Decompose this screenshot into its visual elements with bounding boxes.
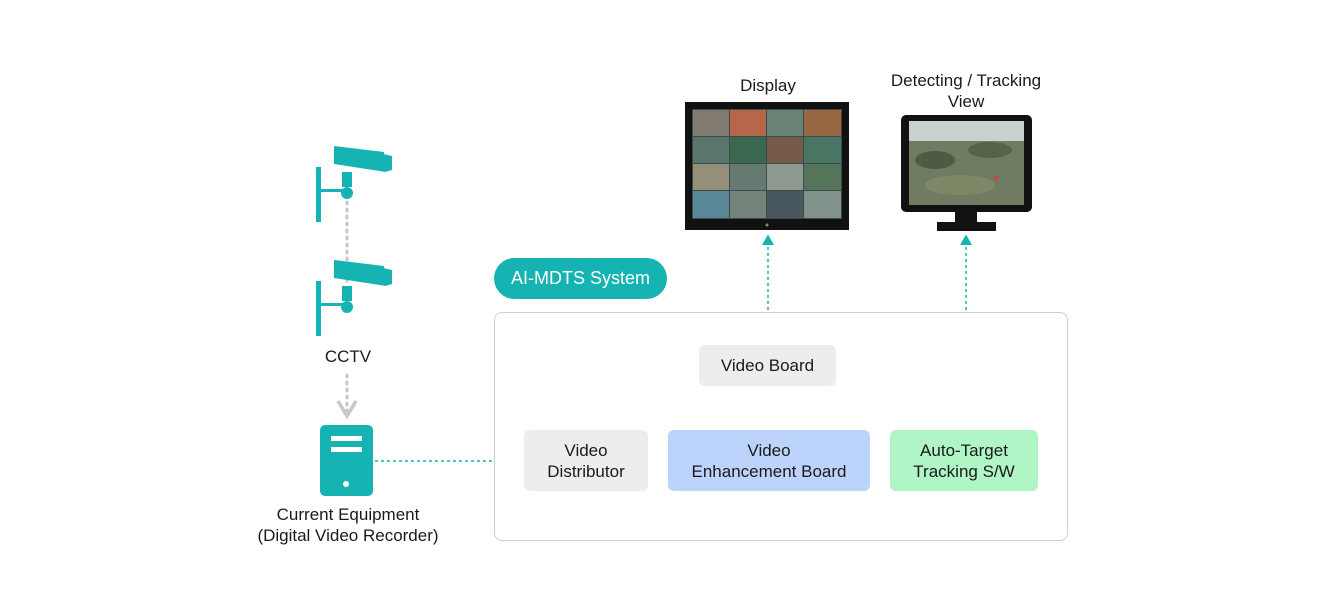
video-enhancement-box: Video Enhancement Board xyxy=(668,430,870,491)
cctv-camera-icon xyxy=(316,260,392,336)
system-badge: AI-MDTS System xyxy=(494,258,667,299)
auto-target-label: Auto-Target Tracking S/W xyxy=(913,440,1015,481)
video-board-box: Video Board xyxy=(699,345,836,386)
video-distributor-label: Video Distributor xyxy=(547,440,625,481)
dvr-label: Current Equipment (Digital Video Recorde… xyxy=(257,505,439,545)
auto-target-box: Auto-Target Tracking S/W xyxy=(890,430,1038,491)
pc-monitor-icon xyxy=(901,115,1032,231)
tracking-view-label: Detecting / Tracking View xyxy=(890,71,1042,111)
cctv-camera-icon xyxy=(316,146,392,222)
video-distributor-box: Video Distributor xyxy=(524,430,648,491)
tv-monitor-icon xyxy=(685,102,849,230)
video-enhancement-label: Video Enhancement Board xyxy=(691,440,847,481)
dvr-server-icon xyxy=(320,425,373,496)
cctv-label: CCTV xyxy=(324,347,372,366)
video-board-label: Video Board xyxy=(720,356,815,375)
display-label: Display xyxy=(740,76,796,95)
